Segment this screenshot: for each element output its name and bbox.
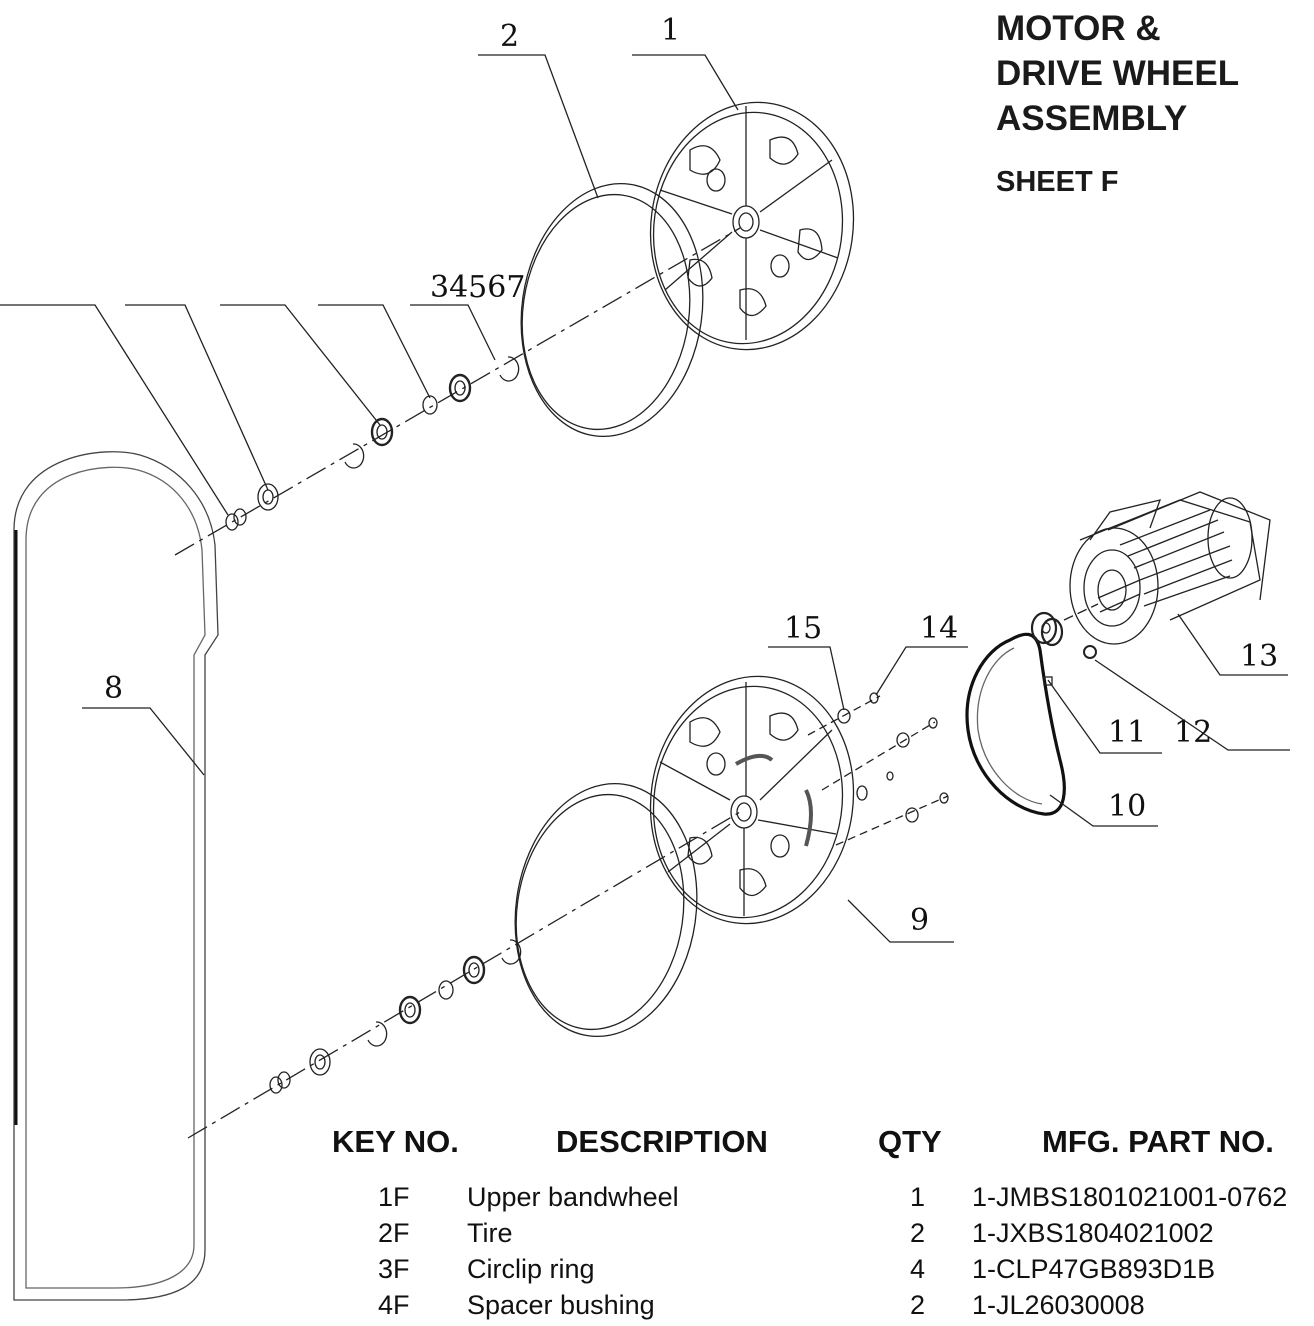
parts-row: 2F Tire 2 1-JXBS1804021002 [0,1218,1314,1254]
lower-bandwheel [649,675,855,925]
parts-row: 3F Circlip ring 4 1-CLP47GB893D1B [0,1254,1314,1290]
leader-lines [0,54,1290,943]
upper-tire [520,182,704,438]
row-qty: 2 [910,1290,926,1320]
header-description: DESCRIPTION [556,1124,768,1159]
parts-row: 1F Upper bandwheel 1 1-JMBS1801021001-07… [0,1182,1314,1218]
row-qty: 1 [910,1182,926,1212]
callout-8: 8 [104,671,123,706]
callout-34567: 34567 [430,270,525,305]
row-part-no: 1-JL26030008 [972,1290,1145,1320]
callout-10: 10 [1108,789,1146,824]
row-key: 2F [378,1218,410,1248]
callout-14: 14 [920,611,958,646]
header-qty: QTY [878,1124,942,1159]
title-line-2: DRIVE WHEEL [996,54,1240,93]
row-key: 4F [378,1290,410,1320]
row-key: 1F [378,1182,410,1212]
lower-tire [514,782,698,1038]
parts-row: 4F Spacer bushing 2 1-JL26030008 [0,1290,1314,1326]
callout-2: 2 [500,19,519,54]
callout-15: 15 [784,611,822,646]
drive-belt [965,632,1066,816]
callout-labels: 2 1 34567 8 15 14 13 11 12 10 9 [104,13,1278,938]
assembly-title: MOTOR & DRIVE WHEEL ASSEMBLY [996,6,1239,141]
row-qty: 4 [910,1254,926,1284]
upper-axle-stack [174,227,741,556]
callout-12: 12 [1174,715,1212,750]
wheel-fasteners [807,692,949,846]
row-description: Upper bandwheel [467,1182,679,1212]
row-part-no: 1-CLP47GB893D1B [972,1254,1216,1284]
sheet-label: SHEET F [996,166,1119,198]
row-key: 3F [378,1254,410,1284]
callout-13: 13 [1240,639,1278,674]
callout-9: 9 [910,903,929,938]
callout-11: 11 [1108,715,1146,750]
title-line-3: ASSEMBLY [996,99,1188,138]
row-description: Circlip ring [467,1254,595,1284]
row-part-no: 1-JXBS1804021002 [972,1218,1214,1248]
title-line-1: MOTOR & [996,9,1161,48]
header-key-no: KEY NO. [332,1124,459,1159]
parts-table-header: KEY NO. DESCRIPTION QTY MFG. PART NO. [0,1124,1314,1166]
row-description: Spacer bushing [467,1290,655,1320]
bandsaw-blade [13,451,219,1301]
upper-bandwheel [649,101,855,351]
motor [1069,491,1271,645]
motor-pulley [1030,603,1099,686]
row-part-no: 1-JMBS1801021001-0762 [972,1182,1288,1212]
header-mfg-part-no: MFG. PART NO. [1042,1124,1274,1159]
lower-axle-stack [187,811,741,1139]
row-qty: 2 [910,1218,926,1248]
callout-1: 1 [661,13,680,48]
row-description: Tire [467,1218,513,1248]
